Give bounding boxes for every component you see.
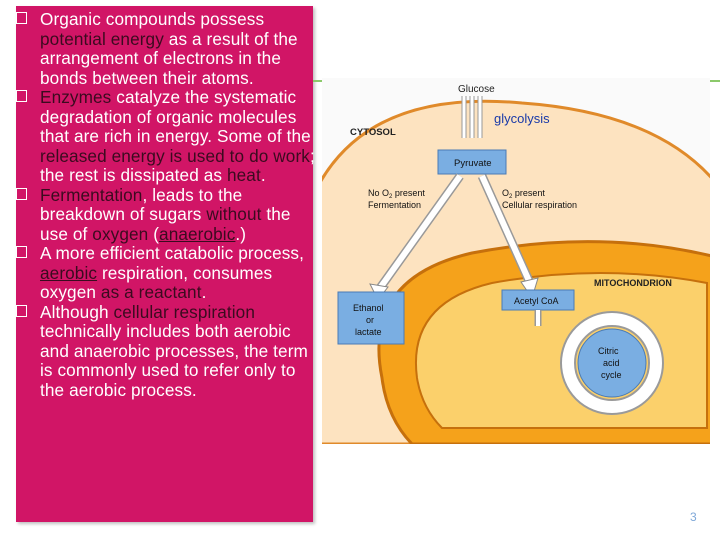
citric-cycle-center xyxy=(577,328,647,398)
cellular-respiration-label: Cellular respiration xyxy=(502,200,577,210)
bullet-box-icon xyxy=(16,246,27,258)
bullet-box-icon xyxy=(16,12,27,24)
highlighted-text: Fermentation xyxy=(40,184,143,205)
bullet-text: as a result of the arrangement of electr… xyxy=(40,28,298,88)
bullet-text: respiration, consumes oxygen xyxy=(40,262,273,302)
bullet-item: Organic compounds possess potential ener… xyxy=(16,9,316,88)
bullet-text: . xyxy=(201,282,207,302)
bullet-text: Organic compounds possess xyxy=(40,9,265,29)
cytosol-label: CYTOSOL xyxy=(350,127,396,138)
no-o2-label: No O2 present xyxy=(368,188,425,200)
highlighted-text: Enzymes xyxy=(40,87,112,107)
acetyl-coa-label: Acetyl CoA xyxy=(514,296,559,306)
ethanol-label: Ethanol xyxy=(353,303,384,313)
glycolysis-label: glycolysis xyxy=(494,111,550,126)
mitochondrion-label: MITOCHONDRION xyxy=(594,278,672,288)
highlighted-text: as a reactant xyxy=(100,282,202,302)
pyruvate-label: Pyruvate xyxy=(454,158,492,169)
highlighted-text: potential energy xyxy=(40,28,164,49)
page-number: 3 xyxy=(690,510,697,524)
acid-label: acid xyxy=(603,358,620,368)
highlighted-text: without xyxy=(206,204,262,224)
bullet-text: catalyze the systematic degradation of o… xyxy=(40,87,311,146)
glucose-label: Glucose xyxy=(458,84,495,95)
bullet-list: Organic compounds possess potential ener… xyxy=(16,9,316,401)
cellular-respiration-figure: Glucose glycolysis CYTOSOL Pyruvate No O… xyxy=(322,78,710,444)
bullet-text: , leads to the breakdown of sugars xyxy=(40,184,243,224)
bullet-text: the use of xyxy=(40,204,291,244)
bullet-text: Although xyxy=(40,301,114,322)
citric-label: Citric xyxy=(598,346,619,356)
cycle-label: cycle xyxy=(601,370,622,380)
highlighted-text: aerobic xyxy=(40,262,98,283)
respiration-diagram: Glucose glycolysis CYTOSOL Pyruvate No O… xyxy=(322,84,710,444)
o2-label: O2 present xyxy=(502,188,545,200)
bullet-item: Fermentation, leads to the breakdown of … xyxy=(16,184,316,245)
bullet-text: ( xyxy=(148,223,160,244)
highlighted-text: oxygen xyxy=(92,223,149,244)
fermentation-label: Fermentation xyxy=(368,200,421,210)
bullet-text: .) xyxy=(235,223,247,244)
highlighted-text: anaerobic xyxy=(159,223,236,244)
bullet-text: A more efficient catabolic process, xyxy=(40,243,304,263)
bullet-item: A more efficient catabolic process, aero… xyxy=(16,243,316,303)
highlighted-text: heat xyxy=(226,165,261,185)
highlighted-text: released energy is used to do work xyxy=(40,145,310,166)
bullet-box-icon xyxy=(16,90,27,102)
bullet-text: technically includes both aerobic and an… xyxy=(40,321,308,400)
bullet-box-icon xyxy=(16,187,27,200)
highlighted-text: cellular respiration xyxy=(113,301,256,322)
pyruvate-box xyxy=(437,149,507,175)
bullet-item: Enzymes catalyze the systematic degradat… xyxy=(16,87,316,186)
bullet-item: Although cellular respiration technicall… xyxy=(16,301,316,401)
bullet-text: ; the rest is dissipated as xyxy=(40,145,315,185)
bullet-box-icon xyxy=(16,304,27,317)
bullet-text: . xyxy=(260,165,266,185)
lactate-label: lactate xyxy=(355,327,382,337)
text-panel xyxy=(16,6,313,522)
ethanol-box xyxy=(337,291,405,345)
or-label: or xyxy=(366,315,374,325)
